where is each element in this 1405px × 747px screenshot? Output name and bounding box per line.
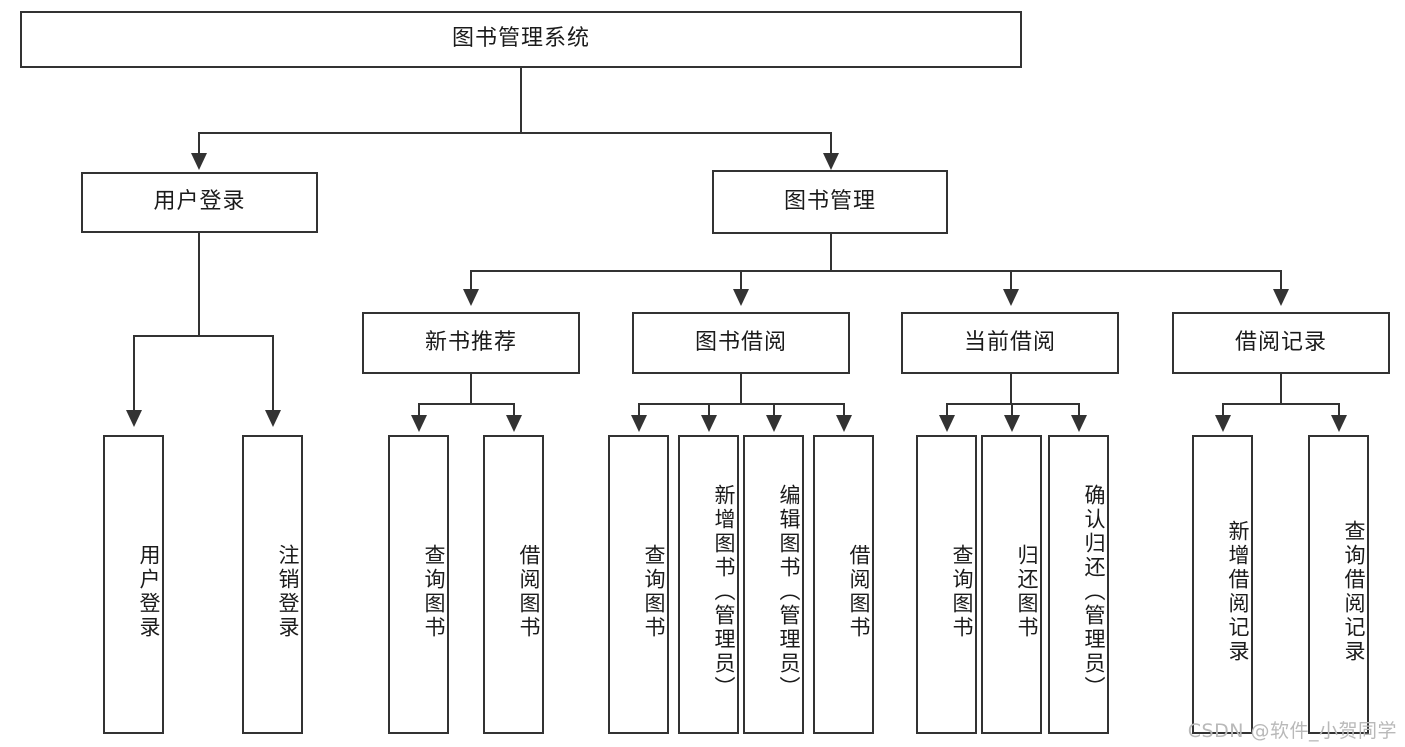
connector-br-to-leaf1 xyxy=(1222,403,1224,417)
arrowhead-leaf-query-book-3 xyxy=(939,415,955,432)
node-leaf-add-book[interactable]: 新增图书（管理员） xyxy=(678,435,739,734)
connector-new-book-rec-bus xyxy=(418,403,513,405)
connector-current-borrow-stem xyxy=(1010,374,1012,403)
node-book-borrow-label: 图书借阅 xyxy=(694,329,787,355)
arrowhead-leaf-confirm-return xyxy=(1071,415,1087,432)
node-new-book-rec[interactable]: 新书推荐 xyxy=(362,312,580,374)
connector-root-stem xyxy=(520,68,522,132)
node-leaf-confirm-return-label: 确认归还（管理员） xyxy=(1082,483,1106,700)
node-leaf-borrow-book-1[interactable]: 借阅图书 xyxy=(483,435,544,734)
connector-to-new-book-rec xyxy=(470,270,472,292)
connector-borrow-record-stem xyxy=(1280,374,1282,403)
node-leaf-edit-book-label: 编辑图书（管理员） xyxy=(777,483,801,700)
node-user-login[interactable]: 用户登录 xyxy=(81,172,318,233)
node-leaf-logout[interactable]: 注销登录 xyxy=(242,435,303,734)
node-leaf-add-record[interactable]: 新增借阅记录 xyxy=(1192,435,1253,734)
node-root-label: 图书管理系统 xyxy=(451,26,590,52)
connector-level2-bus xyxy=(198,132,832,134)
node-leaf-return-book[interactable]: 归还图书 xyxy=(981,435,1042,734)
arrowhead-leaf-edit-book xyxy=(766,415,782,432)
node-book-borrow[interactable]: 图书借阅 xyxy=(632,312,850,374)
node-leaf-borrow-book-1-label: 借阅图书 xyxy=(517,543,541,640)
arrowhead-leaf-add-book xyxy=(701,415,717,432)
node-user-login-label: 用户登录 xyxy=(153,189,246,215)
arrowhead-leaf-query-record xyxy=(1331,415,1347,432)
connector-bb-to-leaf4 xyxy=(843,403,845,417)
node-leaf-query-book-1[interactable]: 查询图书 xyxy=(388,435,449,734)
node-leaf-query-book-3-label: 查询图书 xyxy=(950,543,974,640)
connector-user-login-to-leaf1 xyxy=(133,335,135,413)
node-book-manage-label: 图书管理 xyxy=(783,188,876,214)
connector-level3-bus xyxy=(470,270,1280,272)
arrowhead-to-book-manage xyxy=(823,153,839,170)
node-leaf-query-record-label: 查询借阅记录 xyxy=(1342,519,1366,664)
arrowhead-to-book-borrow xyxy=(733,289,749,306)
node-borrow-record-label: 借阅记录 xyxy=(1234,329,1327,355)
node-leaf-borrow-book-2-label: 借阅图书 xyxy=(847,543,871,640)
connector-nbr-to-leaf1 xyxy=(418,403,420,417)
connector-to-book-manage xyxy=(830,132,832,156)
connector-user-login-to-leaf2 xyxy=(272,335,274,413)
watermark: CSDN @软件_小贺同学 xyxy=(1187,720,1397,742)
node-borrow-record[interactable]: 借阅记录 xyxy=(1172,312,1390,374)
node-new-book-rec-label: 新书推荐 xyxy=(424,329,517,355)
node-root[interactable]: 图书管理系统 xyxy=(20,11,1022,68)
arrowhead-to-current-borrow xyxy=(1003,289,1019,306)
node-leaf-add-record-label: 新增借阅记录 xyxy=(1226,519,1250,664)
arrowhead-to-new-book-rec xyxy=(463,289,479,306)
connector-to-current-borrow xyxy=(1010,270,1012,292)
connector-book-manage-stem xyxy=(830,234,832,270)
connector-user-login-stem xyxy=(198,233,200,335)
node-leaf-edit-book[interactable]: 编辑图书（管理员） xyxy=(743,435,804,734)
node-leaf-query-book-2[interactable]: 查询图书 xyxy=(608,435,669,734)
arrowhead-leaf-logout xyxy=(265,410,281,427)
node-leaf-logout-label: 注销登录 xyxy=(276,543,300,640)
connector-cb-to-leaf1 xyxy=(946,403,948,417)
connector-book-borrow-bus xyxy=(638,403,843,405)
connector-to-borrow-record xyxy=(1280,270,1282,292)
connector-new-book-rec-stem xyxy=(470,374,472,403)
arrowhead-leaf-return-book xyxy=(1004,415,1020,432)
connector-borrow-record-bus xyxy=(1222,403,1338,405)
connector-book-borrow-stem xyxy=(740,374,742,403)
connector-br-to-leaf2 xyxy=(1338,403,1340,417)
connector-bb-to-leaf2 xyxy=(708,403,710,417)
node-leaf-query-book-2-label: 查询图书 xyxy=(642,543,666,640)
arrowhead-leaf-borrow-book-2 xyxy=(836,415,852,432)
connector-cb-to-leaf2 xyxy=(1011,403,1013,417)
node-leaf-query-book-1-label: 查询图书 xyxy=(422,543,446,640)
node-leaf-query-book-3[interactable]: 查询图书 xyxy=(916,435,977,734)
node-current-borrow-label: 当前借阅 xyxy=(963,329,1056,355)
arrowhead-leaf-query-book-2 xyxy=(631,415,647,432)
connector-to-user-login xyxy=(198,132,200,156)
connector-nbr-to-leaf2 xyxy=(513,403,515,417)
node-leaf-confirm-return[interactable]: 确认归还（管理员） xyxy=(1048,435,1109,734)
connector-bb-to-leaf1 xyxy=(638,403,640,417)
arrowhead-leaf-borrow-book-1 xyxy=(506,415,522,432)
node-leaf-add-book-label: 新增图书（管理员） xyxy=(712,483,736,700)
arrowhead-leaf-query-book-1 xyxy=(411,415,427,432)
connector-to-book-borrow xyxy=(740,270,742,292)
arrowhead-to-borrow-record xyxy=(1273,289,1289,306)
connector-cb-to-leaf3 xyxy=(1078,403,1080,417)
node-leaf-user-login-label: 用户登录 xyxy=(137,543,161,640)
node-leaf-user-login[interactable]: 用户登录 xyxy=(103,435,164,734)
node-leaf-query-record[interactable]: 查询借阅记录 xyxy=(1308,435,1369,734)
connector-bb-to-leaf3 xyxy=(773,403,775,417)
connector-user-login-bus xyxy=(133,335,272,337)
node-current-borrow[interactable]: 当前借阅 xyxy=(901,312,1119,374)
node-leaf-return-book-label: 归还图书 xyxy=(1015,543,1039,640)
arrowhead-leaf-user-login xyxy=(126,410,142,427)
node-book-manage[interactable]: 图书管理 xyxy=(712,170,948,234)
arrowhead-to-user-login xyxy=(191,153,207,170)
arrowhead-leaf-add-record xyxy=(1215,415,1231,432)
node-leaf-borrow-book-2[interactable]: 借阅图书 xyxy=(813,435,874,734)
